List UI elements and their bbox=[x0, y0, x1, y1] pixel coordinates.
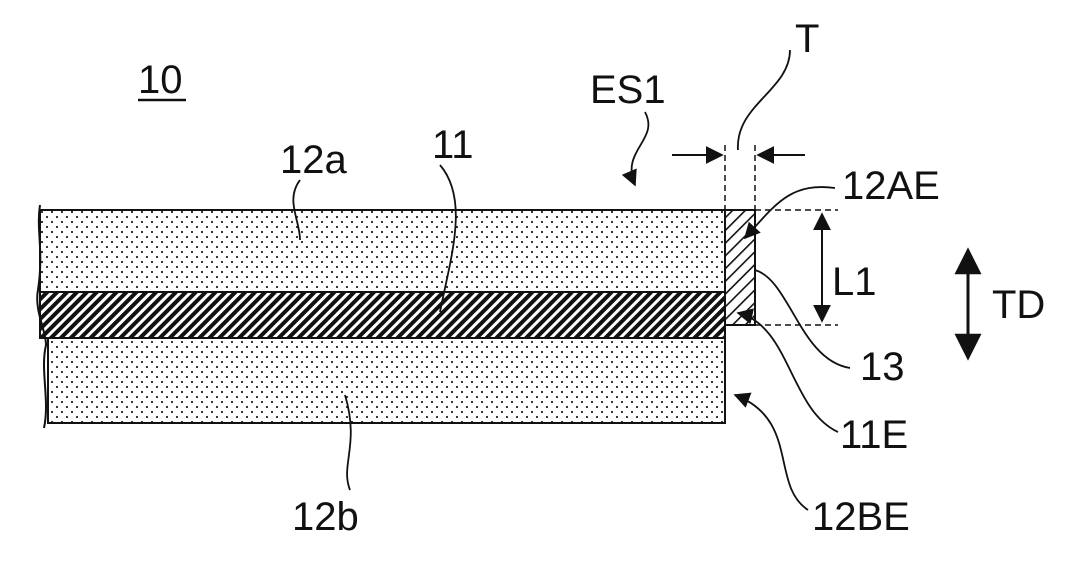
label-layer-12a: 12a bbox=[280, 138, 347, 182]
layer-11 bbox=[40, 292, 725, 338]
leader-12be bbox=[735, 395, 808, 510]
label-t: T bbox=[795, 17, 819, 61]
leader-t bbox=[738, 50, 790, 150]
layer-12a bbox=[40, 210, 725, 292]
label-layer-12b: 12b bbox=[292, 495, 359, 539]
label-layer-11: 11 bbox=[432, 123, 474, 167]
label-11e: 11E bbox=[840, 413, 908, 457]
label-12be: 12BE bbox=[812, 495, 910, 539]
label-td: TD bbox=[992, 283, 1045, 327]
label-12ae: 12AE bbox=[842, 164, 940, 208]
leader-es1 bbox=[632, 112, 649, 185]
edge-cover-13 bbox=[725, 210, 755, 325]
label-13: 13 bbox=[860, 345, 905, 389]
label-l1: L1 bbox=[832, 260, 877, 304]
label-es1: ES1 bbox=[590, 68, 666, 112]
layer-12b bbox=[48, 338, 725, 423]
label-figure-number: 10 bbox=[138, 58, 183, 102]
leader-11e bbox=[738, 313, 838, 432]
